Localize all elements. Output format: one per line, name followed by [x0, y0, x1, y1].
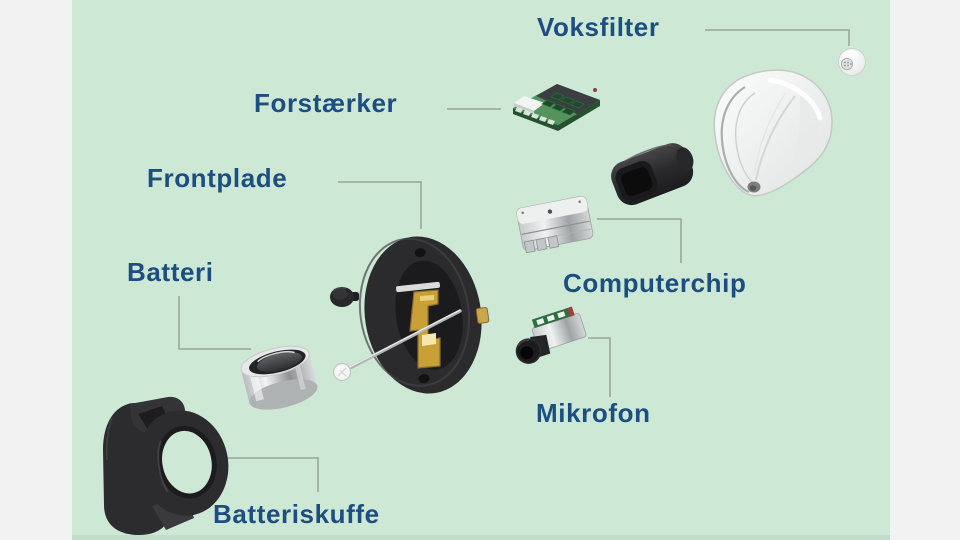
- frontplade-illustration: [358, 236, 490, 394]
- batteri-illustration: [240, 345, 318, 410]
- computerchip-line: [597, 218, 682, 263]
- label-batteriskuffe: Batteriskuffe: [213, 499, 380, 529]
- mikrofon-line: [588, 337, 611, 397]
- label-batteri: Batteri: [127, 257, 214, 287]
- label-forstaerker: Forstærker: [254, 88, 398, 118]
- batteri-line: [178, 296, 251, 350]
- frontplade-line: [338, 181, 422, 229]
- ear-shell-illustration: [713, 69, 833, 197]
- batteriskuffe-illustration: [103, 396, 229, 535]
- voksfilter-illustration: [838, 48, 866, 76]
- mikrofon-illustration: [515, 306, 587, 364]
- batteriskuffe-line: [218, 457, 319, 492]
- voksfilter-line: [705, 29, 850, 46]
- knob-illustration: [330, 287, 359, 307]
- label-frontplade: Frontplade: [147, 163, 288, 193]
- connector-lines: [178, 29, 850, 492]
- label-voksfilter: Voksfilter: [537, 12, 660, 42]
- forstaerker-illustration: [513, 84, 600, 131]
- receiver-illustration: [611, 143, 694, 206]
- label-computerchip: Computerchip: [563, 268, 747, 298]
- computerchip-illustration: [516, 195, 594, 254]
- pin-illustration: [332, 309, 462, 382]
- label-mikrofon: Mikrofon: [536, 398, 651, 428]
- bottom-edge-strip: [72, 535, 890, 540]
